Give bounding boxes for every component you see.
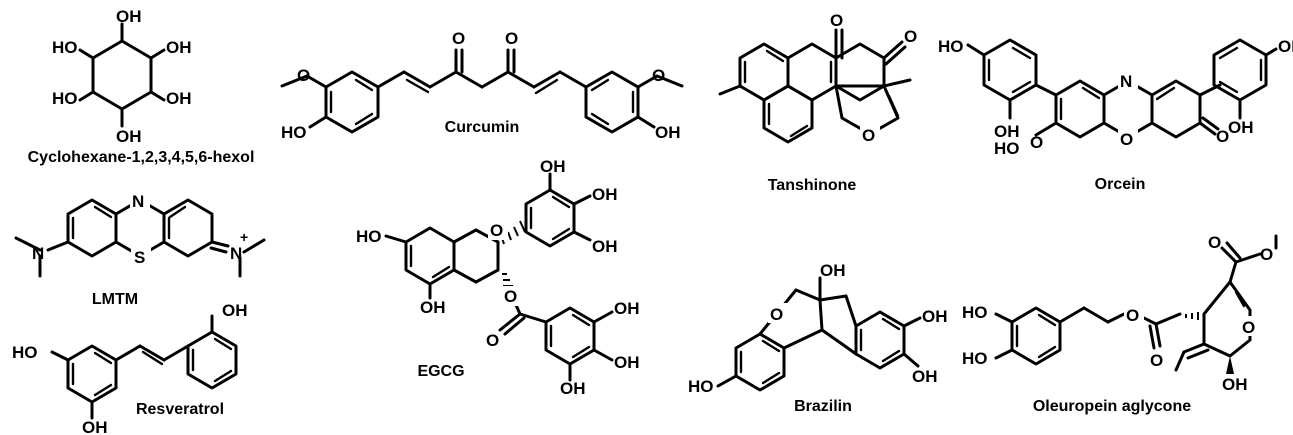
compound-name-oleuropein: Oleuropein aglycone <box>1033 398 1191 415</box>
atom-label: HO <box>281 123 307 142</box>
atom-label: O <box>830 11 843 30</box>
atom-label: O <box>862 126 875 145</box>
atom-label: HO <box>52 38 78 57</box>
compound-name-tanshinone: Tanshinone <box>768 177 857 194</box>
structure-tanshinone: O O O Tanshinone <box>718 11 917 194</box>
atom-label: O <box>904 27 917 46</box>
atom-label: OH <box>1228 118 1254 137</box>
compound-name-orcein: Orcein <box>1095 176 1146 193</box>
atom-label: O <box>1260 245 1273 264</box>
atom-label: O <box>297 66 310 85</box>
atom-label: O <box>486 331 499 350</box>
atom-label: OH <box>592 237 618 256</box>
compound-name-hexol: Cyclohexane-1,2,3,4,5,6-hexol <box>28 149 255 166</box>
compound-name-resveratrol: Resveratrol <box>136 401 224 418</box>
atom-label: OH <box>614 299 640 318</box>
atom-label: O <box>490 221 503 240</box>
atom-label: O <box>504 287 517 306</box>
atom-label: OH <box>994 122 1020 141</box>
atom-label: HO <box>962 303 988 322</box>
atom-label: O <box>1208 233 1221 252</box>
atom-label: N <box>1120 72 1132 91</box>
compound-name-brazilin: Brazilin <box>794 398 852 415</box>
atom-label: O <box>1120 130 1133 149</box>
atom-label: OH <box>820 261 846 280</box>
atom-label: O <box>1150 351 1163 370</box>
atom-label: OH <box>82 418 108 435</box>
atom-label: OH <box>922 307 948 326</box>
atom-label: OH <box>166 89 192 108</box>
atom-label: OH <box>1278 37 1293 56</box>
atom-label: HO <box>938 37 964 56</box>
atom-label: OH <box>1222 375 1248 394</box>
structure-brazilin: O OH OH OH HO Brazilin <box>688 261 948 415</box>
structure-lmtm: N S N N + LMTM <box>14 190 266 308</box>
compound-name-curcumin: Curcumin <box>445 119 520 136</box>
atom-label: HO <box>688 377 714 396</box>
structure-hexol: OH OH OH OH HO HO Cyclohexane-1,2,3,4,5,… <box>28 7 255 166</box>
compound-name-egcg: EGCG <box>417 363 464 380</box>
atom-label: OH <box>540 157 566 176</box>
atom-label: N <box>230 244 242 263</box>
atom-label: HO <box>12 343 38 362</box>
structure-curcumin: O O O HO O OH Curcumin <box>280 29 684 142</box>
atom-label: OH <box>166 38 192 57</box>
atom-label: OH <box>222 301 248 320</box>
atom-label: O <box>1126 306 1139 325</box>
atom-label: OH <box>116 7 142 26</box>
atom-label: O <box>1216 127 1229 146</box>
charge-label: + <box>240 229 248 245</box>
atom-label: HO <box>52 89 78 108</box>
structure-resveratrol: HO OH OH Resveratrol <box>12 301 248 435</box>
atom-label: O <box>1030 133 1043 152</box>
atom-label: O <box>770 305 783 324</box>
atom-label: HO <box>962 349 988 368</box>
atom-label: OH <box>912 367 938 386</box>
atom-label: OH <box>592 185 618 204</box>
structure-orcein: N O HO OH OH HO O O OH Orcein <box>938 37 1293 193</box>
atom-label: HO <box>994 139 1020 158</box>
compound-name-lmtm: LMTM <box>92 291 138 308</box>
atom-label: HO <box>356 227 382 246</box>
atom-label: O <box>452 29 465 48</box>
atom-label: N <box>132 192 144 211</box>
atom-label: O <box>505 29 518 48</box>
atom-label: OH <box>560 379 586 398</box>
atom-label: OH <box>116 127 142 146</box>
structure-oleuropein: O O O O O HO HO OH Oleuropein aglycone <box>962 233 1278 415</box>
atom-label: OH <box>614 353 640 372</box>
atom-label: OH <box>655 123 681 142</box>
structure-egcg: O O O HO OH OH OH OH OH OH OH EGCG <box>356 157 640 398</box>
atom-label: O <box>1242 318 1255 337</box>
atom-label: N <box>32 244 44 263</box>
atom-label: OH <box>420 298 446 317</box>
atom-label: S <box>134 248 145 267</box>
atom-label: O <box>652 66 665 85</box>
